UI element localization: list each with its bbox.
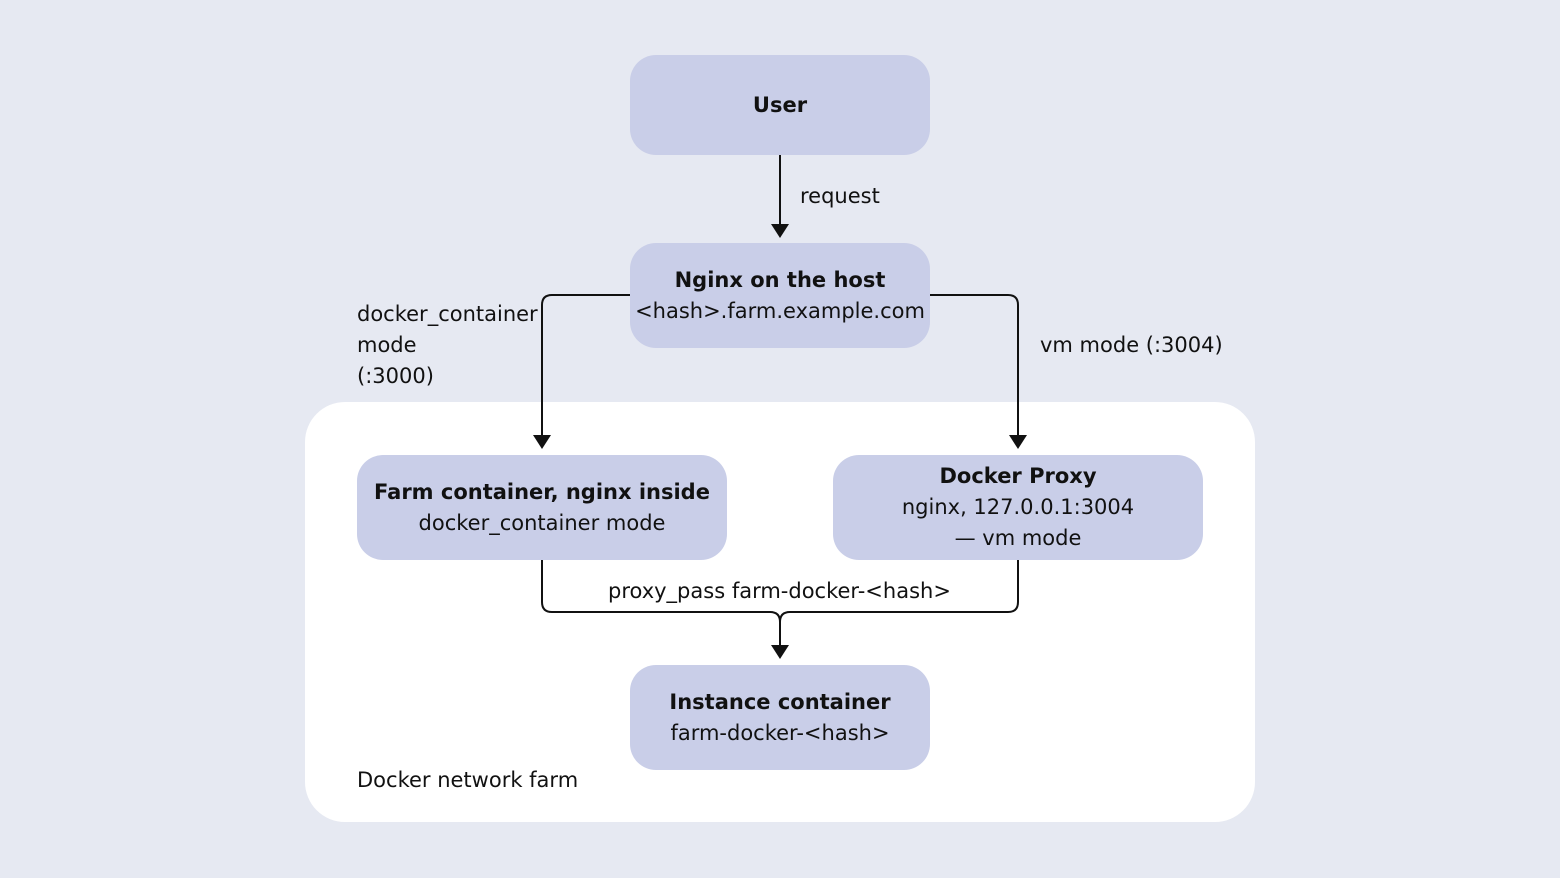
nginx-host-node: Nginx on the host <hash>.farm.example.co… [630,243,930,348]
arrowhead-user-to-nginx [771,224,789,238]
user-title: User [752,92,808,117]
edge-nginx-to-docker-proxy [930,294,1019,435]
edge-label-proxy-pass: proxy_pass farm-docker-<hash> [608,579,951,603]
farm-container-mode: docker_container mode [418,510,666,535]
network-group-label: Docker network farm [357,768,579,792]
docker-proxy-title: Docker Proxy [939,464,1097,488]
edge-label-docker-container-mode-line-2: mode [357,333,417,357]
docker-proxy-mode: — vm mode [954,526,1082,550]
edge-label-docker-container-mode: docker_container mode (:3000) [357,299,538,392]
farm-container-title: Farm container, nginx inside [374,479,710,504]
nginx-host-domain: <hash>.farm.example.com [635,298,925,323]
edge-label-vm-mode: vm mode (:3004) [1040,333,1223,357]
docker-proxy-node: Docker Proxy nginx, 127.0.0.1:3004 — vm … [833,455,1203,560]
edge-label-docker-container-mode-line-3: (:3000) [357,364,434,388]
docker-proxy-address: nginx, 127.0.0.1:3004 [901,495,1135,519]
edge-label-docker-container-mode-line-1: docker_container [357,302,538,326]
nginx-host-title: Nginx on the host [674,267,886,292]
arrowhead-nginx-to-farm-container [533,435,551,449]
edge-farm-container-to-instance [541,560,781,645]
instance-container-node: Instance container farm-docker-<hash> [630,665,930,770]
instance-container-name: farm-docker-<hash> [670,720,890,745]
arrowhead-nginx-to-docker-proxy [1009,435,1027,449]
arrowhead-to-instance [771,645,789,659]
user-node: User [630,55,930,155]
edge-label-request: request [800,184,880,208]
edge-nginx-to-farm-container [541,294,630,435]
farm-container-node: Farm container, nginx inside docker_cont… [357,455,727,560]
edge-docker-proxy-to-instance [779,560,1019,623]
instance-container-title: Instance container [669,689,891,714]
